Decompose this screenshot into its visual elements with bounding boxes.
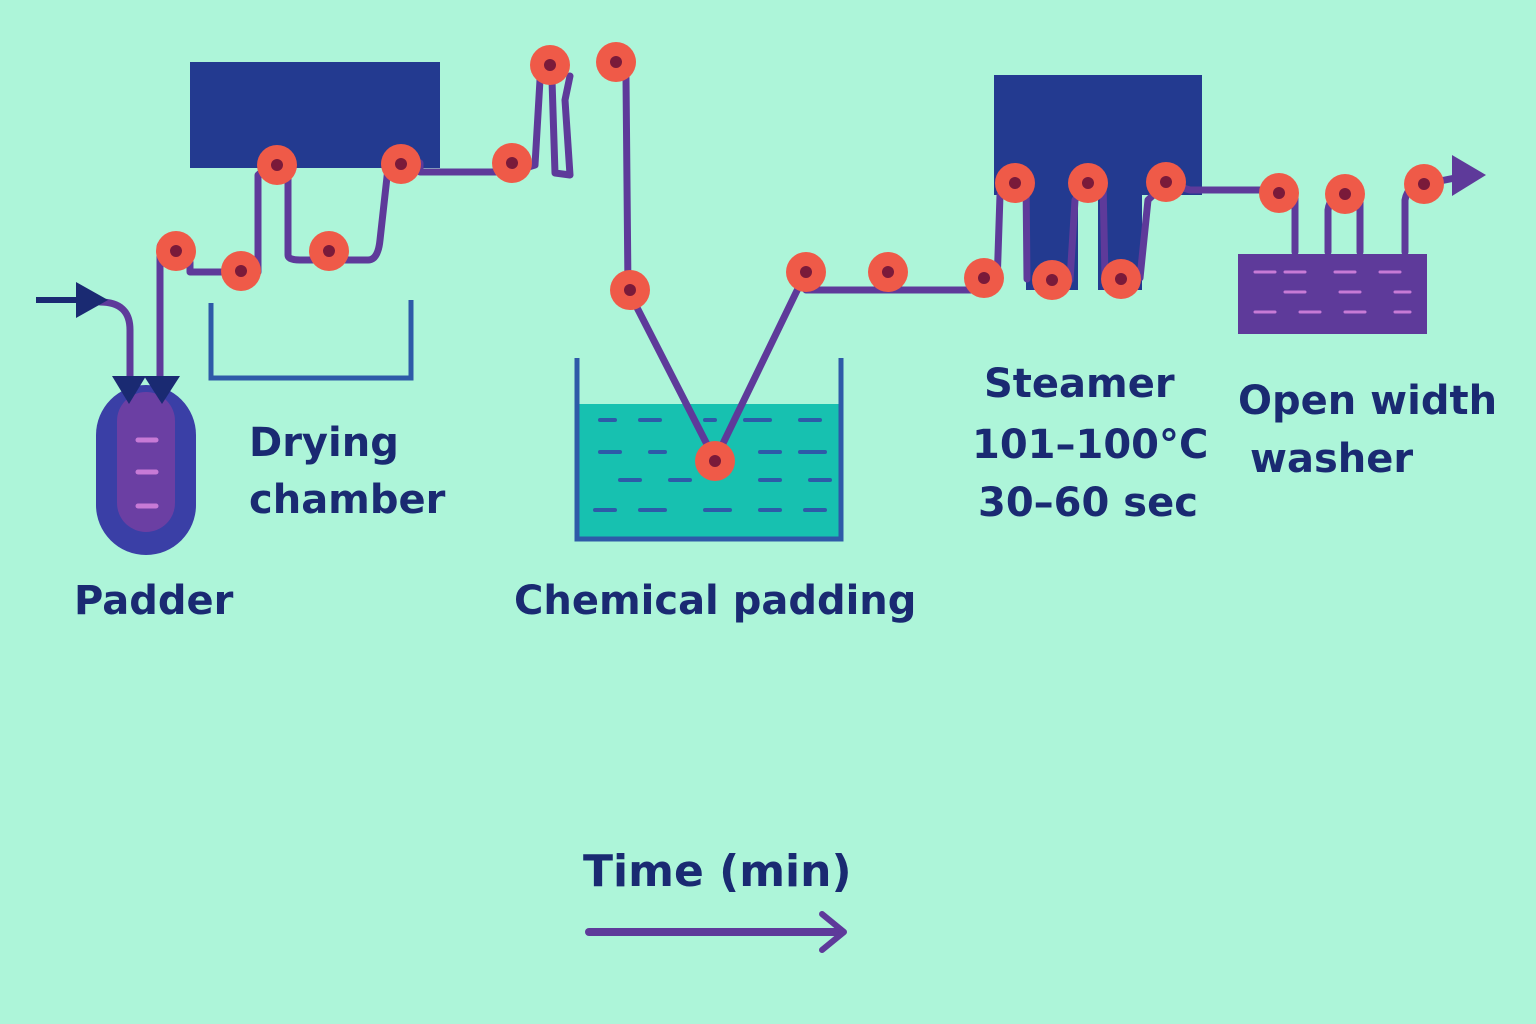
- roller-icon: [156, 231, 196, 271]
- roller-icon: [868, 252, 908, 292]
- drying-chamber-tray: [208, 300, 414, 381]
- washer-tank: [1238, 254, 1427, 334]
- label-drying-line2: chamber: [249, 477, 446, 523]
- chemical-bath-tank: [574, 358, 844, 542]
- label-time-axis: Time (min): [583, 846, 852, 897]
- label-padder: Padder: [74, 578, 234, 624]
- label-washer-line1: Open width: [1238, 378, 1497, 424]
- roller-icon: [309, 231, 349, 271]
- roller-icon: [1032, 260, 1072, 300]
- label-steamer-temp: 101–100°C: [972, 422, 1208, 468]
- roller-icon: [695, 441, 735, 481]
- padder-inner: [117, 392, 175, 532]
- label-drying-line1: Drying: [249, 420, 399, 466]
- roller-icon: [257, 145, 297, 185]
- washer-ripples: [1253, 270, 1412, 314]
- roller-icon: [530, 45, 570, 85]
- label-chemical-padding: Chemical padding: [514, 578, 916, 624]
- roller-icon: [1101, 259, 1141, 299]
- roller-icon: [1068, 163, 1108, 203]
- feed-arrow-icon: [36, 282, 108, 318]
- roller-icon: [964, 258, 1004, 298]
- roller-icon: [596, 42, 636, 82]
- roller-icon: [1325, 174, 1365, 214]
- padder: [96, 385, 196, 555]
- roller-icon: [221, 251, 261, 291]
- chemical-bath-ripples: [593, 418, 832, 512]
- roller-icon: [1404, 164, 1444, 204]
- label-washer-line2: washer: [1250, 436, 1413, 482]
- label-steamer-time: 30–60 sec: [978, 480, 1198, 526]
- padder-entry-arrows-icon: [112, 376, 180, 404]
- roller-icon: [786, 252, 826, 292]
- rollers: [156, 42, 1444, 481]
- roller-icon: [381, 144, 421, 184]
- roller-icon: [1259, 173, 1299, 213]
- roller-icon: [995, 163, 1035, 203]
- label-steamer-title: Steamer: [984, 361, 1175, 407]
- roller-icon: [1146, 162, 1186, 202]
- exit-arrow-icon: [1452, 155, 1486, 196]
- roller-icon: [492, 143, 532, 183]
- drying-chamber: [190, 62, 440, 381]
- roller-icon: [610, 270, 650, 310]
- open-width-washer: [1238, 254, 1427, 334]
- time-axis-arrow-icon: [585, 911, 847, 953]
